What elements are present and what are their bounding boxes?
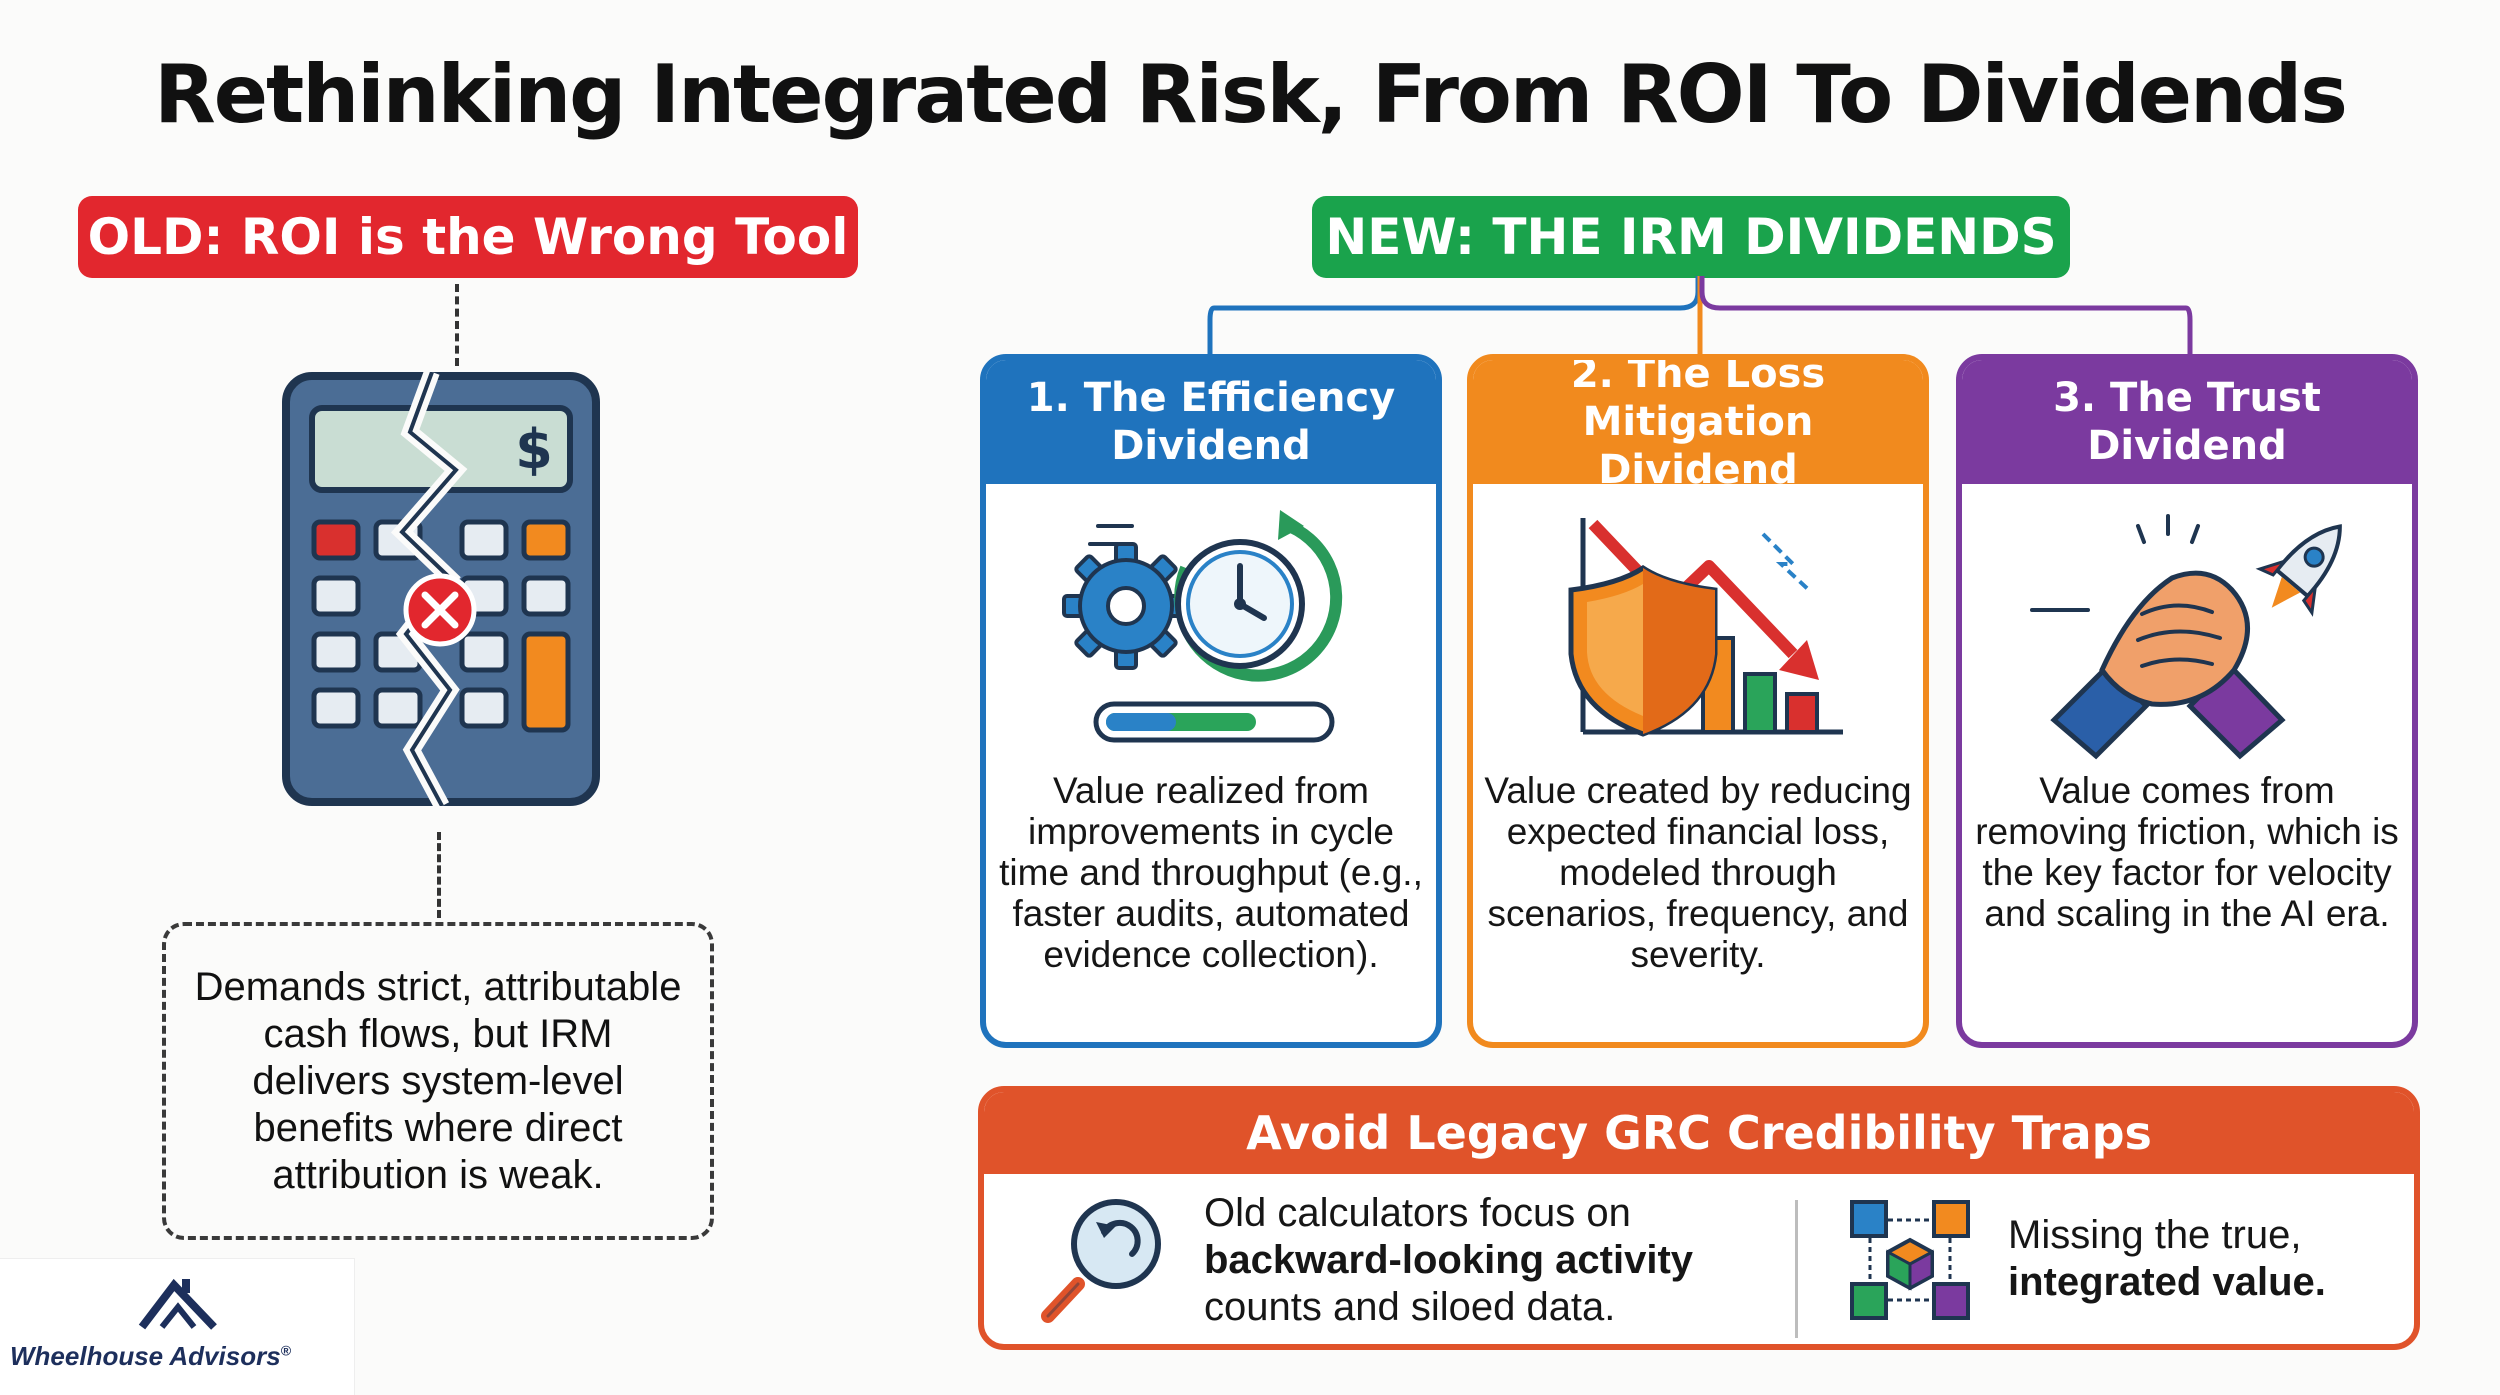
efficiency-dividend-card: 1. The Efficiency Dividend — [980, 354, 1442, 1048]
magnifier-back-arrow-icon — [1041, 1199, 1161, 1323]
trap-divider — [1795, 1200, 1798, 1338]
shield-declining-chart-icon — [1568, 518, 1843, 737]
trap1-line3: counts and siloed data. — [1204, 1285, 1616, 1329]
credibility-traps-panel: Avoid Legacy GRC Credibility Traps Old c… — [978, 1086, 2420, 1350]
trust-dividend-card: 3. The Trust Dividend Value comes from r… — [1956, 354, 2418, 1048]
trust-dividend-title: 3. The Trust Dividend — [1962, 360, 2412, 484]
wheelhouse-logo: Wheelhouse Advisors® — [0, 1258, 355, 1395]
dashed-connector-top — [455, 284, 459, 366]
trap1-line1: Old calculators focus on — [1204, 1191, 1631, 1235]
dashed-connector-bottom — [437, 832, 441, 918]
wheelhouse-logo-mark — [138, 1278, 217, 1330]
trap2-line2: integrated value. — [2008, 1260, 2326, 1304]
broken-calculator-icon: $ — [282, 372, 600, 806]
trap-missing-value-text: Missing the true, integrated value. — [2008, 1212, 2326, 1306]
old-roi-description-text: Demands strict, attributable cash flows,… — [194, 964, 682, 1197]
credibility-traps-title: Avoid Legacy GRC Credibility Traps — [984, 1092, 2414, 1174]
old-roi-description: Demands strict, attributable cash flows,… — [162, 922, 714, 1240]
efficiency-dividend-title: 1. The Efficiency Dividend — [986, 360, 1436, 484]
new-irm-label: NEW: THE IRM DIVIDENDS — [1312, 196, 2070, 278]
dividend-connector-lines — [1207, 276, 2193, 358]
trap2-line1: Missing the true, — [2008, 1213, 2302, 1257]
page-title: Rethinking Integrated Risk, From ROI To … — [154, 48, 2348, 141]
logo-registered-mark: ® — [280, 1342, 291, 1359]
logo-name: Wheelhouse Advisors — [10, 1341, 281, 1371]
dollar-sign: $ — [515, 418, 553, 481]
loss-mitigation-dividend-text: Value created by reducing expected finan… — [1484, 770, 1912, 975]
connected-blocks-icon — [1850, 1200, 1970, 1320]
wheelhouse-logo-text: Wheelhouse Advisors® — [10, 1341, 291, 1372]
efficiency-dividend-text: Value realized from improvements in cycl… — [999, 770, 1423, 975]
old-roi-label: OLD: ROI is the Wrong Tool — [78, 196, 858, 278]
loss-mitigation-dividend-title: 2. The Loss Mitigation Dividend — [1473, 360, 1923, 493]
loss-mitigation-dividend-card: 2. The Loss Mitigation Dividend Value cr… — [1467, 354, 1929, 1048]
gear-clock-progress-icon — [1062, 510, 1343, 743]
handshake-rocket-icon — [2030, 514, 2342, 760]
trap-old-calculators-text: Old calculators focus on backward-lookin… — [1204, 1190, 1693, 1331]
trust-dividend-text: Value comes from removing friction, whic… — [1975, 770, 2399, 934]
trap1-line2: backward-looking activity — [1204, 1238, 1694, 1282]
